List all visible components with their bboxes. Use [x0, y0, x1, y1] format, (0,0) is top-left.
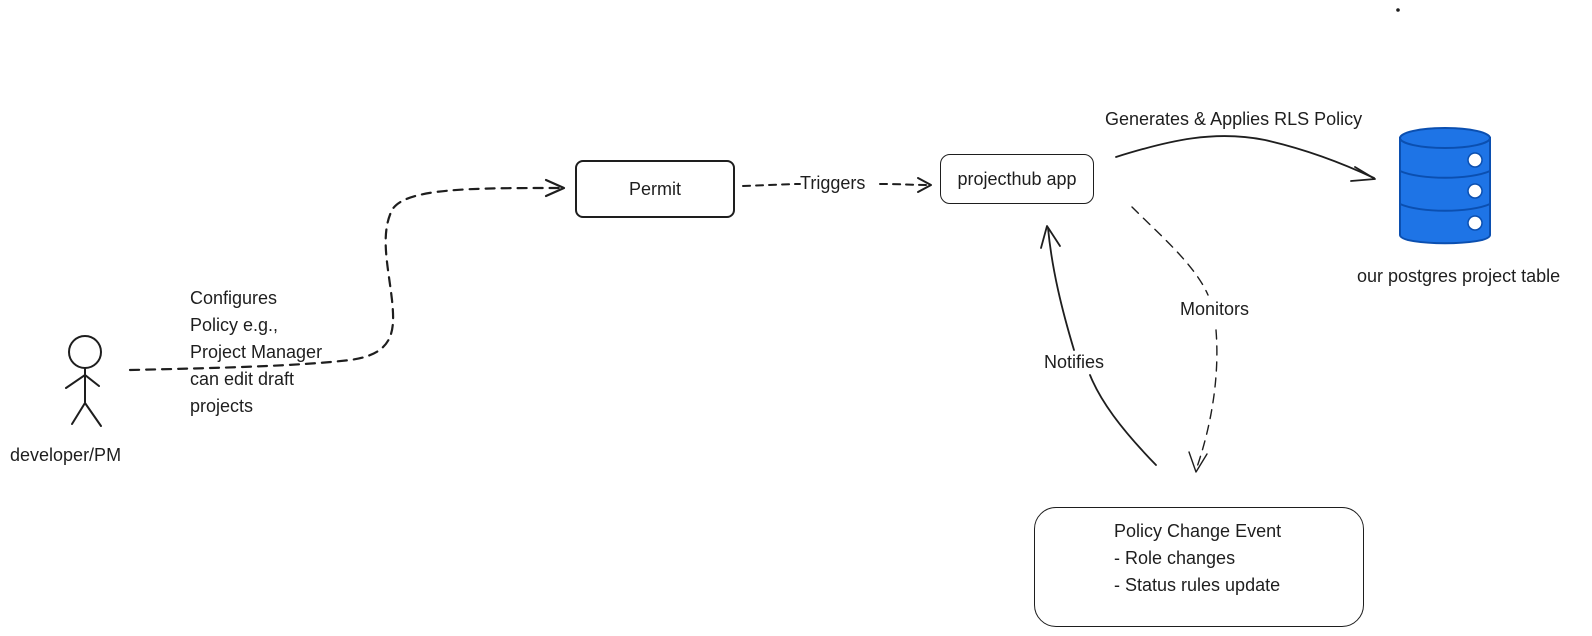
event-title: Policy Change Event	[1114, 521, 1282, 541]
edge-triggers[interactable]	[742, 177, 932, 193]
actor-label: developer/PM	[10, 445, 122, 465]
edge-configures-label-line: Policy e.g.,	[190, 315, 279, 335]
edge-configures[interactable]	[128, 178, 566, 372]
edge-monitors-label: Monitors	[1180, 299, 1250, 319]
edge-generates[interactable]	[1115, 135, 1376, 182]
database-label: our postgres project table	[1357, 266, 1561, 286]
edge-configures-label: Configures Policy e.g., Project Manager …	[190, 285, 350, 420]
permit-node-label: Permit	[628, 178, 681, 199]
projecthub-app-node-label: projecthub app	[957, 168, 1077, 189]
edge-configures-label-line: can edit draft	[190, 369, 295, 389]
edge-notifies-label: Notifies	[1044, 352, 1105, 372]
edge-generates-label: Generates & Applies RLS Policy	[1105, 109, 1363, 129]
database-cylinder-icon[interactable]	[1399, 127, 1491, 245]
edge-triggers-label: Triggers	[800, 173, 866, 193]
event-item: - Status rules update	[1114, 575, 1281, 595]
edge-configures-label-line: Project Manager	[190, 342, 323, 362]
event-item: - Role changes	[1114, 548, 1236, 568]
actor-stick-figure-icon[interactable]	[65, 335, 102, 427]
edge-monitors[interactable]	[1131, 206, 1218, 473]
policy-change-event-node[interactable]: Policy Change Event - Role changes - Sta…	[1034, 507, 1364, 627]
edge-notifies[interactable]	[1040, 225, 1157, 466]
edge-configures-label-line: projects	[190, 396, 254, 416]
edge-configures-label-line: Configures	[190, 288, 278, 308]
stray-dot	[1396, 8, 1400, 12]
projecthub-app-node[interactable]: projecthub app	[940, 154, 1094, 204]
permit-node[interactable]: Permit	[575, 160, 735, 218]
